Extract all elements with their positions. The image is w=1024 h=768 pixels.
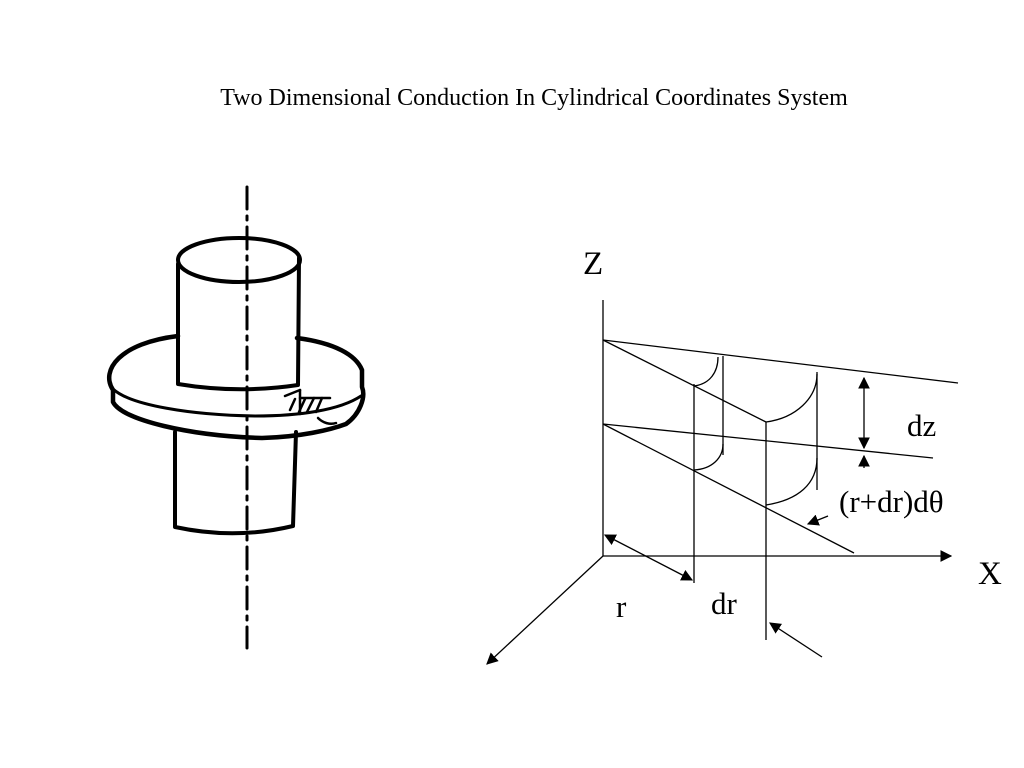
dr-pointer-arrow bbox=[769, 622, 823, 658]
lower-plane-edge-top bbox=[602, 423, 934, 459]
upper-shaft bbox=[176, 256, 301, 392]
coordinate-diagram bbox=[486, 300, 959, 665]
upper-shaft-top-ellipse bbox=[176, 236, 302, 284]
flange-differential-element bbox=[283, 388, 338, 426]
arc-length-pointer-arrow bbox=[806, 514, 829, 526]
z-axis-label: Z bbox=[583, 246, 603, 282]
r-dimension-arrow bbox=[603, 534, 694, 581]
slide-title: Two Dimensional Conduction In Cylindrica… bbox=[220, 85, 848, 111]
lower-plane-edge-diagonal bbox=[602, 423, 855, 554]
upper-plane-edge-top bbox=[602, 339, 959, 384]
r-label: r bbox=[616, 589, 627, 624]
y-axis-arrow bbox=[486, 555, 604, 665]
outer-lower-arc bbox=[765, 457, 818, 506]
inner-upper-arc bbox=[693, 356, 719, 387]
flange-disk bbox=[106, 333, 366, 441]
upper-plane-edge-diagonal bbox=[602, 339, 767, 423]
arc-length-label: (r+dr)dθ bbox=[839, 484, 944, 519]
lower-shaft bbox=[173, 430, 298, 536]
x-axis-label: X bbox=[978, 556, 1002, 592]
dz-label: dz bbox=[907, 408, 936, 443]
outer-upper-arc bbox=[765, 373, 818, 423]
dr-label: dr bbox=[711, 586, 738, 621]
inner-lower-arc bbox=[693, 443, 724, 471]
flange-top-face-edge bbox=[111, 387, 363, 418]
flanged-cylinder-illustration bbox=[106, 185, 366, 650]
